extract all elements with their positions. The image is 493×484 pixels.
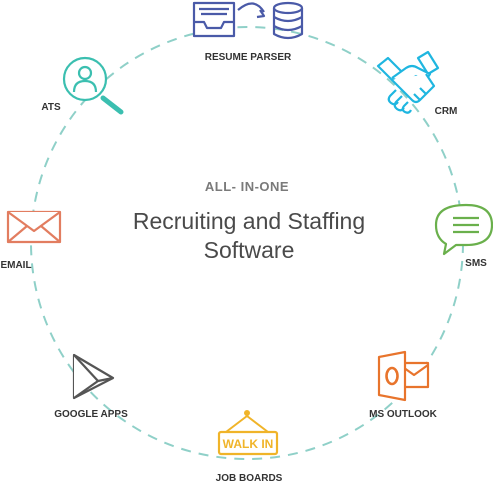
- node-resume-parser: RESUME PARSER: [192, 1, 304, 63]
- node-crm: CRM: [376, 50, 458, 117]
- ats-label: ATS: [41, 102, 61, 113]
- node-job-boards: WALK IN JOB BOARDS: [216, 410, 283, 484]
- email-label: EMAIL: [0, 260, 31, 271]
- google-apps-label: GOOGLE APPS: [54, 409, 128, 420]
- center-title-line2: Software: [204, 237, 295, 263]
- handshake-icon: [376, 50, 440, 114]
- envelope-icon: [6, 210, 62, 244]
- node-google-apps: GOOGLE APPS: [54, 353, 128, 420]
- search-user-icon: [62, 56, 124, 115]
- crm-label: CRM: [435, 106, 458, 117]
- node-ms-outlook: MS OUTLOOK: [369, 350, 438, 420]
- resume-parser-label: RESUME PARSER: [205, 52, 292, 63]
- center-title-line1: Recruiting and Staffing: [133, 208, 365, 234]
- node-email: EMAIL: [0, 210, 62, 271]
- center-kicker: ALL- IN-ONE: [205, 179, 289, 194]
- ms-outlook-label: MS OUTLOOK: [369, 409, 438, 420]
- walk-in-sign-text: WALK IN: [223, 437, 274, 451]
- sms-label: SMS: [465, 258, 487, 269]
- inbox-tray-to-database-icon: [192, 1, 304, 40]
- node-sms: SMS: [434, 203, 493, 269]
- play-triangle-icon: [72, 353, 115, 400]
- hanging-sign-icon: WALK IN: [217, 410, 279, 456]
- job-boards-label: JOB BOARDS: [216, 473, 283, 484]
- speech-bubble-icon: [434, 203, 493, 256]
- outlook-icon: [377, 350, 430, 402]
- node-ats: ATS: [41, 56, 124, 115]
